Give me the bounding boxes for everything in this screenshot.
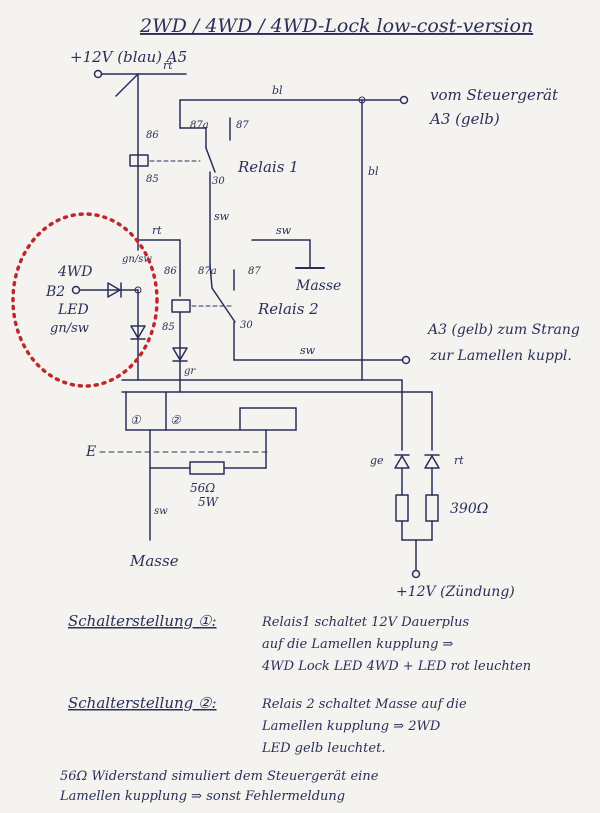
terminal-ign xyxy=(411,569,421,579)
footer-line1: 56Ω Widerstand simuliert dem Steuergerät… xyxy=(60,769,379,784)
wire-color-sw-lower: sw xyxy=(300,344,316,357)
note-1-line2: auf die Lamellen kupplung ⇒ xyxy=(262,637,454,652)
r1-pin-87: 87 xyxy=(236,120,249,131)
wire-color-sw-gnd: sw xyxy=(276,224,292,237)
resistor-390-a xyxy=(395,494,409,522)
wire-color-bl-right: bl xyxy=(368,165,379,178)
r1-pin-85: 85 xyxy=(146,174,159,185)
terminal-b2 xyxy=(71,285,81,295)
r1-pin-87a: 87a xyxy=(190,120,209,131)
led-ge-label: ge xyxy=(370,454,384,467)
relay-1: 86 87a 87 85 30 Relais 1 xyxy=(129,99,299,187)
wire-supply-diag xyxy=(115,73,139,97)
r2-pin-85: 85 xyxy=(162,322,175,333)
diode-b2 xyxy=(107,282,121,298)
note-2-line1: Relais 2 schaltet Masse auf die xyxy=(261,697,467,712)
selector-switch: ① ② xyxy=(125,391,297,431)
led-rt-label: rt xyxy=(454,454,464,467)
supply-label: +12V (blau) A5 xyxy=(70,48,187,66)
led-4wd-symbol xyxy=(130,325,146,339)
r1-pin-86: 86 xyxy=(146,130,159,141)
highlight-circle xyxy=(11,212,159,388)
wire-color-sw-mid: sw xyxy=(214,210,230,223)
r1-pin-30: 30 xyxy=(212,176,225,187)
ign-label: +12V (Zündung) xyxy=(396,584,515,600)
terminal-ecu-a3 xyxy=(399,95,409,105)
r2-pin-86: 86 xyxy=(164,266,177,277)
relay-1-label: Relais 1 xyxy=(237,158,299,176)
from-ecu-line1: vom Steuergerät xyxy=(430,86,559,104)
led-word: LED xyxy=(57,302,89,318)
wire-color-rt-mid: rt xyxy=(152,224,162,237)
footer-line2: Lamellen kupplung ⇒ sonst Fehlermeldung xyxy=(59,789,345,804)
from-ecu-line2: A3 (gelb) xyxy=(428,110,500,128)
led-yellow xyxy=(394,455,410,469)
note-1-line1: Relais1 schaltet 12V Dauerplus xyxy=(261,615,469,630)
note-1-heading: Schalterstellung ①: xyxy=(68,612,217,630)
r390-value: 390Ω xyxy=(450,501,489,517)
r56-value: 56Ω xyxy=(190,481,215,495)
a3-right-line1: A3 (gelb) zum Strang xyxy=(426,322,580,338)
relay-2: gn/sw 86 87a 87 85 30 Relais 2 xyxy=(122,254,319,333)
r56-power: 5W xyxy=(198,495,220,509)
relay-2-label: Relais 2 xyxy=(257,300,319,318)
resistor-390-b xyxy=(425,494,439,522)
resistor-56 xyxy=(189,461,225,475)
wire-color-bl-top: bl xyxy=(272,84,283,97)
led-4wd-label: 4WD xyxy=(57,264,93,280)
r2-pin-87: 87 xyxy=(248,266,261,277)
terminal-a5 xyxy=(93,69,103,79)
note-1-line3: 4WD Lock LED 4WD + LED rot leuchten xyxy=(261,659,531,674)
diode-r2 xyxy=(172,347,188,361)
wire-color-rt-top: rt xyxy=(163,59,173,72)
terminal-a3-clutch xyxy=(401,355,411,365)
diagram-title: 2WD / 4WD / 4WD-Lock low-cost-version xyxy=(139,15,533,37)
wire-color-gnsw: gn/sw xyxy=(122,254,152,265)
b2-label: B2 xyxy=(45,284,65,300)
note-2-heading: Schalterstellung ②: xyxy=(68,694,217,712)
e-label: E xyxy=(85,444,96,460)
switch-pos-2: ② xyxy=(170,413,182,427)
led-color: gn/sw xyxy=(50,321,89,336)
wire-color-sw-left: sw xyxy=(154,506,168,517)
led-red xyxy=(424,455,440,469)
note-2-line2: Lamellen kupplung ⇒ 2WD xyxy=(261,719,441,734)
switch-pos-1: ① xyxy=(130,413,142,427)
ground-label-right: Masse xyxy=(295,278,341,294)
wire-color-gr: gr xyxy=(184,366,196,377)
note-2-line3: LED gelb leuchtet. xyxy=(261,741,385,756)
r2-pin-87a: 87a xyxy=(198,266,217,277)
a3-right-line2: zur Lamellen kuppl. xyxy=(429,348,572,364)
r2-pin-30: 30 xyxy=(240,320,253,331)
ground-label-left: Masse xyxy=(129,552,179,570)
